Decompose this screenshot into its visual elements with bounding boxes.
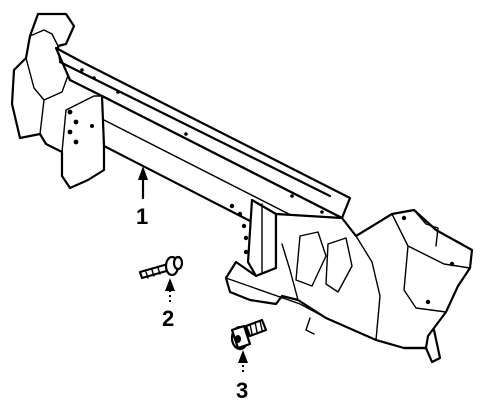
radiator-support [10,12,474,364]
push-pin-fastener [138,255,184,280]
callout-2: 2 [162,306,174,331]
leader-arrow-1 [138,166,148,200]
callout-3: 3 [236,378,248,403]
leader-arrow-3 [238,350,248,372]
callout-1: 1 [136,204,148,229]
leader-arrow-2 [165,278,175,302]
flange-bolt [230,318,268,351]
